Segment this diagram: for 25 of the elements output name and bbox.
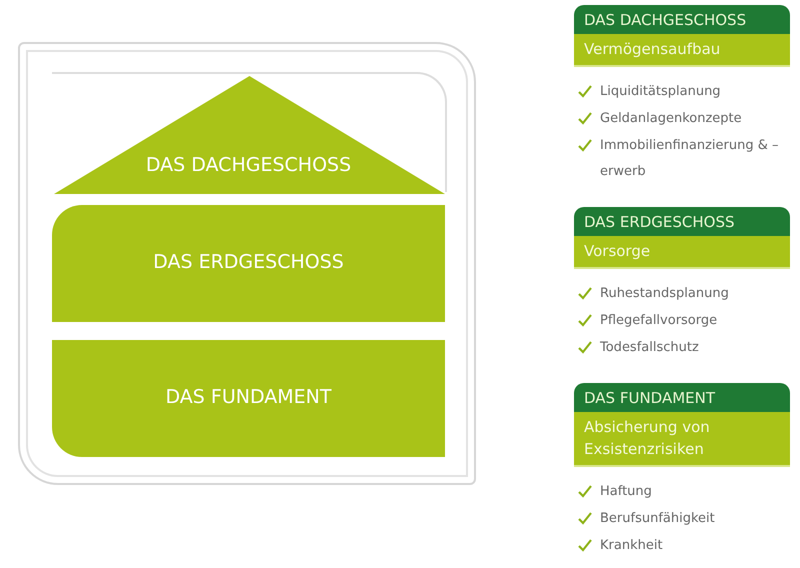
checklist-item: Haftung <box>600 483 653 501</box>
floor-label: DAS DACHGESCHOSS <box>144 154 352 176</box>
category-card <box>574 5 790 67</box>
category-card <box>574 383 790 467</box>
category-card <box>574 207 790 269</box>
card-heading: DAS FUNDAMENT <box>574 383 790 412</box>
house-outline <box>18 42 476 485</box>
floor-label: DAS FUNDAMENT <box>164 386 332 408</box>
checklist-item: Liquiditätsplanung <box>600 83 722 101</box>
card-heading: DAS DACHGESCHOSS <box>574 5 790 34</box>
card-subheading: Vorsorge <box>574 236 790 269</box>
card-subheading: Vermögensaufbau <box>574 34 790 67</box>
checklist-item: Immobilienfinanzierung & – erwerb <box>600 137 780 181</box>
floor-label: DAS ERDGESCHOSS <box>152 250 345 272</box>
checklist-item: Berufsunfähigkeit <box>600 510 716 528</box>
foundation-block <box>52 340 445 457</box>
checklist-item: Geldanlagenkonzepte <box>600 110 743 128</box>
checklist-item: Ruhestandsplanung <box>600 285 730 303</box>
ground-floor-block <box>52 205 445 322</box>
checklist-item: Krankheit <box>600 537 664 555</box>
checklist-item: Pflegefallvorsorge <box>600 312 718 330</box>
card-subheading: Absicherung von Exsistenzrisiken <box>574 412 790 467</box>
roof-triangle <box>52 72 447 192</box>
checklist-item: Todesfallschutz <box>600 339 700 357</box>
card-heading: DAS ERDGESCHOSS <box>574 207 790 236</box>
